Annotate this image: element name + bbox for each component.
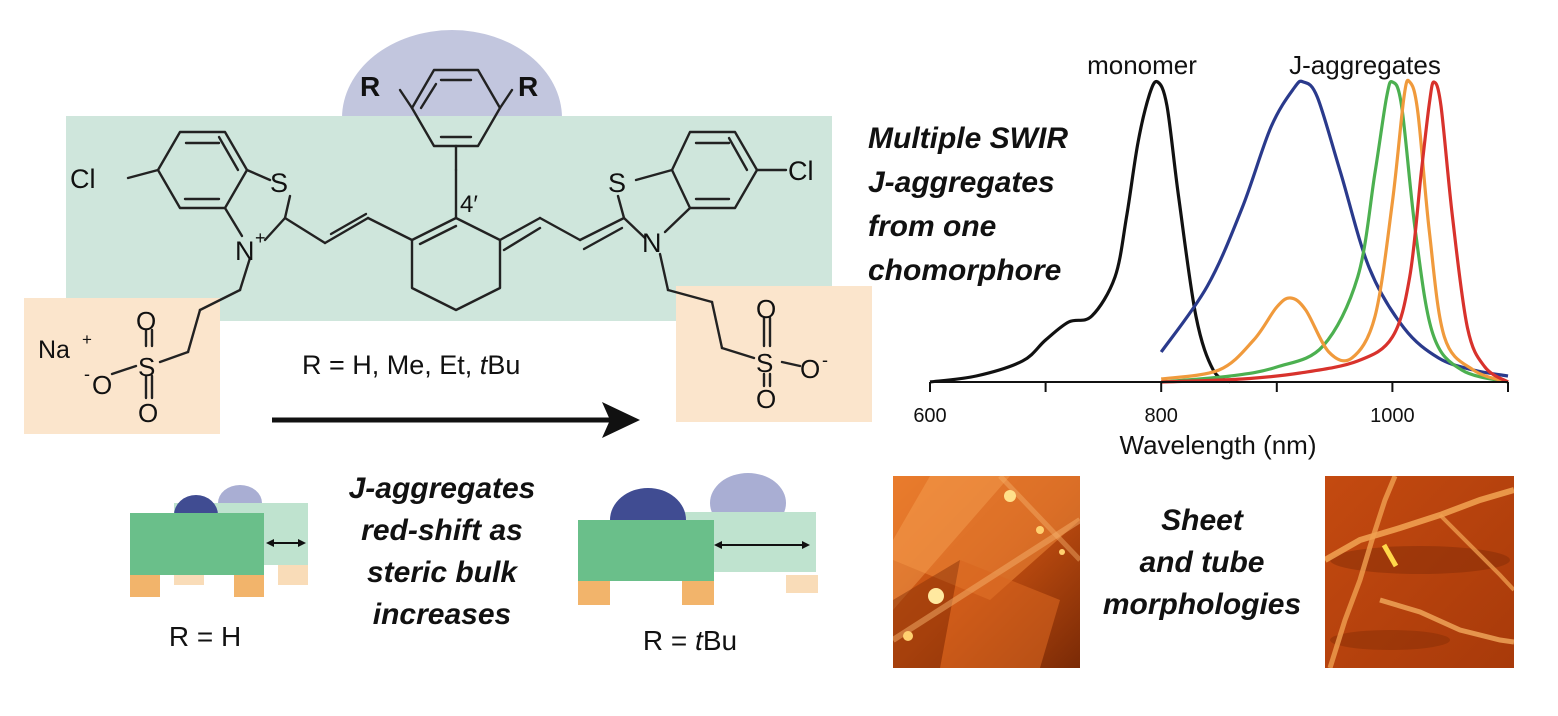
spacing-arrow-large [714, 541, 810, 549]
sulfonate-left-highlight [24, 298, 220, 434]
morphology-caption: Sheet and tube morphologies [1103, 504, 1301, 621]
spectra-series [929, 78, 1509, 384]
morphology-caption-line-2: and tube [1140, 546, 1265, 579]
sulfonate-right-s: S [756, 348, 773, 378]
sulfonate-left-o-minus: O [92, 370, 112, 400]
shift-caption-line-4: increases [373, 598, 511, 631]
sulfonate-right: O S O - O [756, 294, 828, 414]
x-tick-label: 1000 [1370, 405, 1415, 427]
annotation-monomer: monomer [1087, 50, 1197, 80]
sulfonate-right-minus: - [822, 350, 828, 370]
sulfonate-right-o-top: O [756, 294, 776, 324]
x-axis-ticks: 600 800 1000 [913, 382, 1509, 427]
afm-image-sheet [893, 476, 1080, 668]
shift-caption: J-aggregates red-shift as steric bulk in… [349, 472, 536, 631]
afm-image-tube [1325, 476, 1514, 668]
r-group-right: R [518, 71, 538, 102]
annotation-j-aggregates: J-aggregates [1289, 50, 1441, 80]
sulfonate-right-o-bottom: O [756, 384, 776, 414]
sulfonate-right-highlight [676, 286, 872, 422]
position-label-4prime: 4′ [460, 191, 478, 218]
spectra-caption-line-4: chomorphore [868, 254, 1061, 287]
spectrum-series-1 [929, 79, 1232, 384]
shift-caption-line-2: red-shift as [361, 514, 523, 547]
bond-skeleton [110, 68, 802, 400]
sulfur-right: S [608, 168, 626, 198]
sulfonate-left-o-top: O [136, 306, 156, 336]
nitrogen-left-charge: + [255, 228, 266, 248]
sodium-charge: + [82, 330, 92, 349]
model-label-tbu: R = tBu [643, 625, 737, 656]
shift-caption-line-1: J-aggregates [349, 472, 536, 505]
sulfonate-left: O S - O O [84, 306, 158, 428]
packing-model-h: R = H [130, 485, 308, 652]
sulfonate-right-o-minus: O [800, 354, 820, 384]
spectrum-series-3 [1161, 79, 1509, 384]
spectrum-series-2 [1159, 79, 1509, 378]
sulfur-left: S [270, 168, 288, 198]
absorbance-spectra-chart: 600 800 1000 Wavelength (nm) monomer J-agg… [913, 50, 1509, 460]
nitrogen-right: N [642, 228, 662, 258]
chlorine-left: Cl [70, 164, 96, 194]
x-tick-label: 600 [913, 405, 946, 427]
spectra-caption-line-1: Multiple SWIR [868, 122, 1068, 155]
chlorine-right: Cl [788, 156, 814, 186]
x-axis-label: Wavelength (nm) [1120, 430, 1317, 460]
r-group-left: R [360, 71, 380, 102]
spectra-caption-line-3: from one [868, 210, 996, 243]
morphology-caption-line-3: morphologies [1103, 588, 1301, 621]
morphology-caption-line-1: Sheet [1161, 504, 1245, 537]
spacing-arrow-small [266, 539, 306, 547]
sulfonate-left-s: S [138, 352, 155, 382]
shift-caption-line-3: steric bulk [367, 556, 518, 589]
spectrum-series-4 [1160, 78, 1509, 384]
sodium-counterion: Na [38, 336, 70, 364]
cyanine-structure: R R Cl Cl S S N + N 4′ Na + O S - O O O … [24, 30, 872, 434]
sulfonate-left-minus: - [84, 364, 90, 384]
sulfonate-left-o-bottom: O [138, 398, 158, 428]
spectra-caption: Multiple SWIR J-aggregates from one chom… [868, 122, 1068, 287]
reaction-arrow [272, 402, 640, 438]
nitrogen-left: N [235, 236, 255, 266]
x-tick-label: 800 [1145, 405, 1178, 427]
packing-model-tbu: R = tBu [578, 473, 818, 656]
spectra-caption-line-2: J-aggregates [868, 166, 1055, 199]
model-label-h: R = H [169, 621, 241, 652]
spectrum-series-5 [1161, 80, 1509, 384]
substituent-list: R = H, Me, Et, tBu [302, 350, 520, 380]
